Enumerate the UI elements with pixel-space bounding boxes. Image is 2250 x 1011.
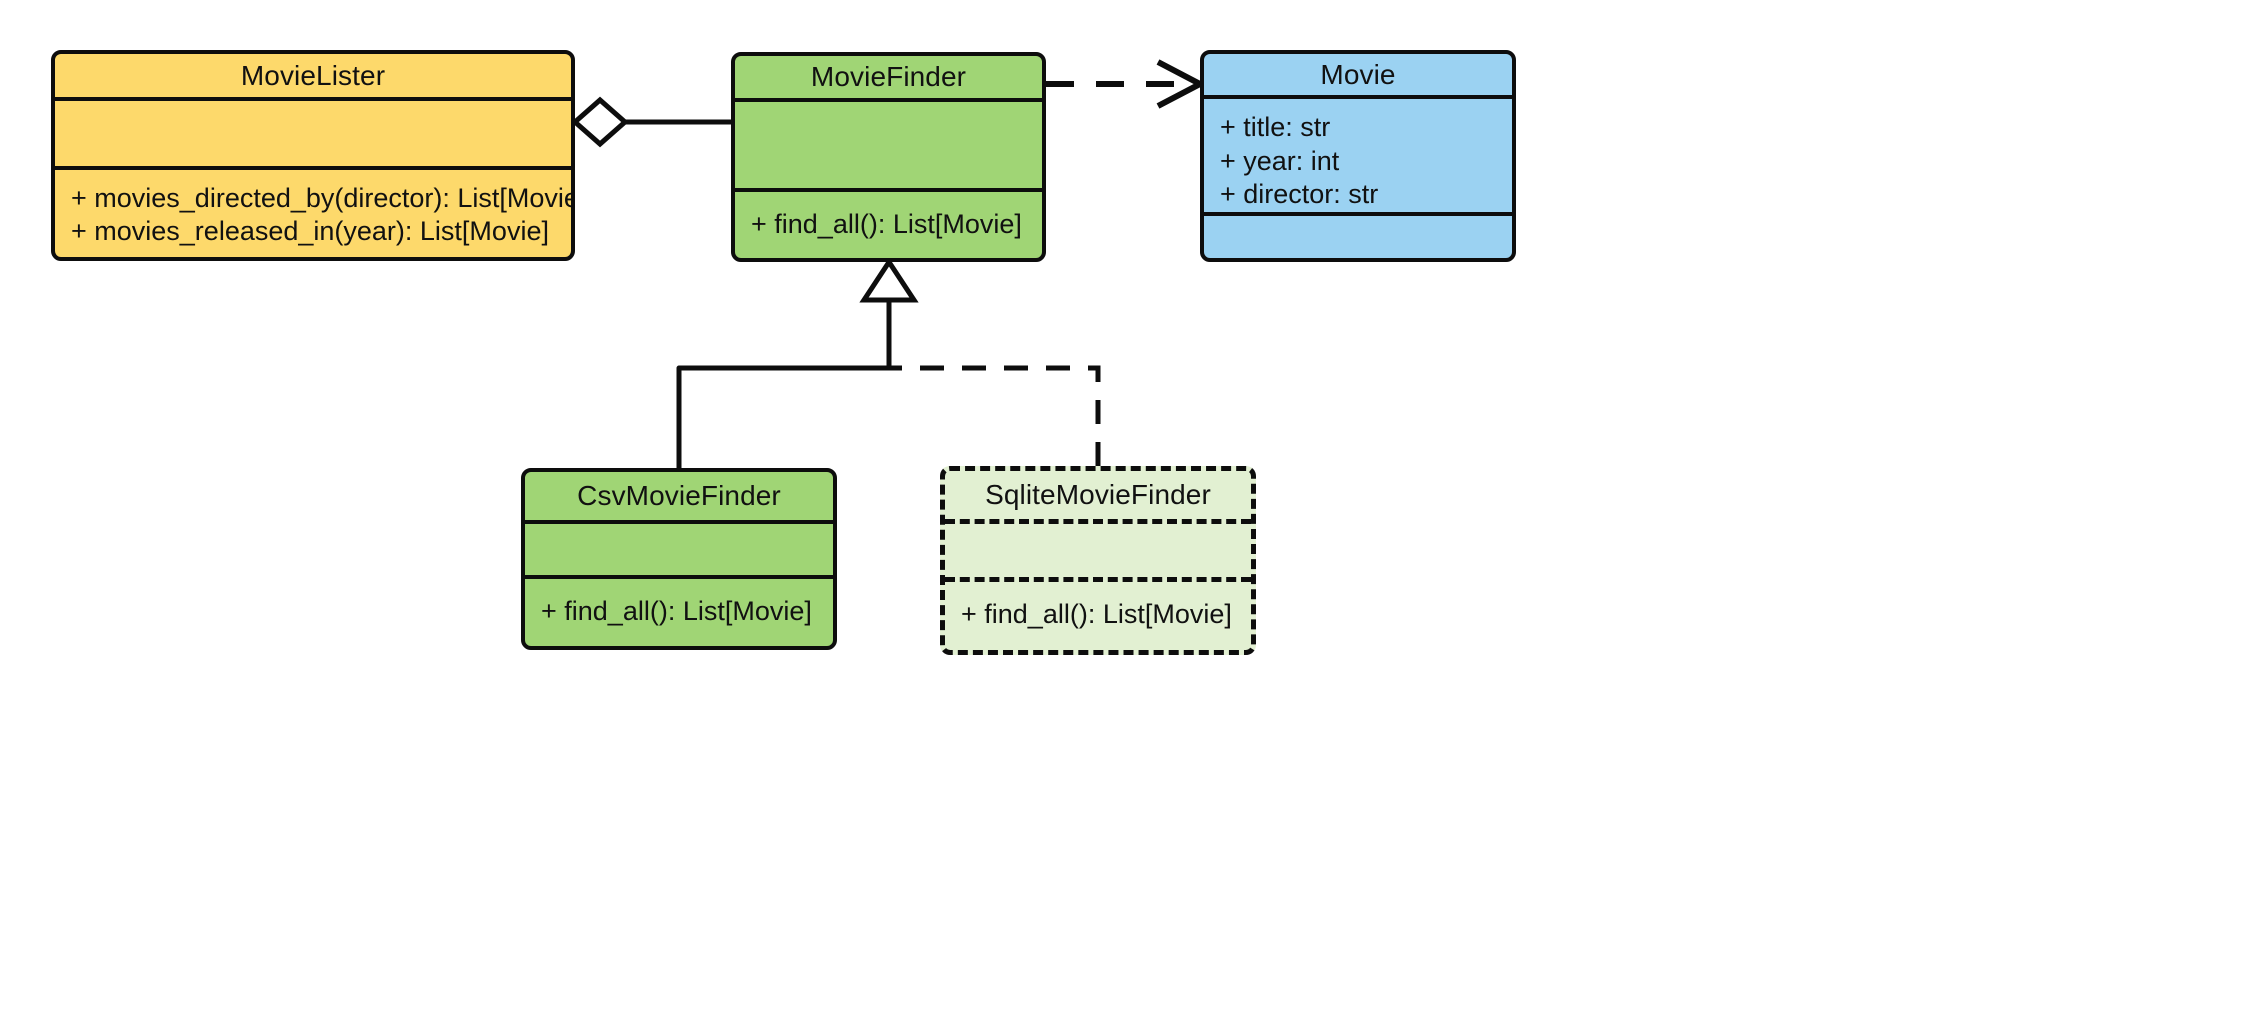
operation-row: + find_all(): List[Movie] xyxy=(751,209,1022,239)
class-name-movielister: MovieLister xyxy=(240,59,386,91)
operation-row: + movies_directed_by(director): List[Mov… xyxy=(71,183,575,213)
attribute-row: + title: str xyxy=(1220,112,1331,143)
class-box-sqlitemoviefinder[interactable]: SqliteMovieFinder + find_all(): List[Mov… xyxy=(940,466,1256,655)
class-attributes-csvmoviefinder xyxy=(525,520,833,575)
class-operations-movie xyxy=(1204,211,1512,258)
hollow-diamond-icon xyxy=(571,96,629,148)
aggregation-movielister-moviefinder-connector[interactable] xyxy=(571,96,731,148)
class-operations-moviefinder: + find_all(): List[Movie] xyxy=(735,188,1042,258)
class-box-csvmoviefinder[interactable]: CsvMovieFinder + find_all(): List[Movie] xyxy=(521,468,837,650)
class-box-moviefinder[interactable]: MovieFinder + find_all(): List[Movie] xyxy=(731,52,1046,262)
class-name-sqlitemoviefinder: SqliteMovieFinder xyxy=(985,479,1211,510)
class-attributes-sqlitemoviefinder xyxy=(945,519,1251,577)
operation-row: + find_all(): List[Movie] xyxy=(961,599,1232,629)
open-arrowhead-icon xyxy=(1156,59,1207,109)
hollow-triangle-icon xyxy=(859,257,919,303)
class-box-movielister[interactable]: MovieLister + movies_directed_by(directo… xyxy=(51,50,575,261)
realization-sqlitemoviefinder-moviefinder-connector[interactable] xyxy=(889,365,1101,466)
class-operations-sqlitemoviefinder: + find_all(): List[Movie] xyxy=(945,577,1251,650)
class-attributes-movielister xyxy=(55,97,571,166)
class-name-moviefinder: MovieFinder xyxy=(810,61,967,92)
class-name-movie: Movie xyxy=(1320,58,1396,90)
class-operations-csvmoviefinder: + find_all(): List[Movie] xyxy=(525,575,833,646)
class-attributes-moviefinder xyxy=(735,98,1042,188)
generalization-line xyxy=(676,296,892,468)
generalization-csvmoviefinder-moviefinder-connector[interactable] xyxy=(676,257,919,468)
dependency-moviefinder-movie-connector[interactable] xyxy=(1046,59,1207,109)
class-operations-movielister: + movies_directed_by(director): List[Mov… xyxy=(55,166,571,257)
class-name-csvmoviefinder: CsvMovieFinder xyxy=(577,480,781,511)
attribute-row: + year: int xyxy=(1220,145,1340,176)
class-attributes-movie: + title: str + year: int + director: str xyxy=(1204,95,1512,211)
operation-row: + movies_released_in(year): List[Movie] xyxy=(71,216,549,247)
attribute-row: + director: str xyxy=(1220,179,1379,210)
operation-row: + find_all(): List[Movie] xyxy=(541,596,812,626)
realization-dashed-line xyxy=(889,365,1101,466)
class-box-movie[interactable]: Movie + title: str + year: int + directo… xyxy=(1200,50,1516,262)
